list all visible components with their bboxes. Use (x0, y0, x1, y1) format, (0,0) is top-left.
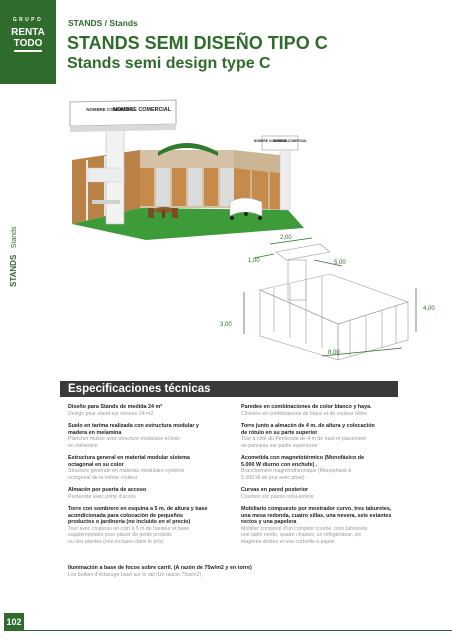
spec-text: Suelo en tarima realizada con estructura… (68, 423, 199, 429)
spec-translation: Structure générale en materiau modulaire… (68, 468, 185, 475)
spec-item: Mobiliario compuesto por mostrador curvo… (241, 506, 405, 545)
tower-sign-edge (70, 124, 176, 132)
side-tab-sub: Stands (11, 226, 18, 249)
dim-right-label: 4,00 (423, 306, 435, 312)
spec-item: Acometida con magnetotérmico (Monofásico… (241, 455, 405, 481)
spec-translation: supplémentaire pour placer de petits pro… (68, 532, 172, 539)
specs-header-bar: Especificaciones técnicas (60, 381, 398, 397)
spec-text: Acometida con magnetotérmico (Monofásico… (241, 455, 365, 461)
spec-translation: Mobilier composé d'un comptoir courbe, t… (241, 525, 369, 532)
logo-underline (14, 50, 42, 52)
wood-panels (140, 168, 288, 210)
logo-line2: TODO (13, 38, 43, 49)
spec-text: de rótulo en su parte superior (241, 429, 318, 436)
back-wall (140, 150, 234, 208)
tower-shelf-box (87, 167, 125, 183)
plan-lines (259, 243, 409, 361)
spec-translation: octogonal de la même couleur (68, 474, 138, 481)
page-title: STANDS SEMI DISEÑO TIPO C (67, 33, 328, 53)
tower-base (92, 200, 120, 204)
right-sign-text-2: NOMBRE COMERCIAL (273, 139, 307, 143)
page-subtitle: Stands semi design type C (67, 55, 271, 72)
spec-translation: de panneau sur partie supérieure (241, 442, 318, 449)
spec-item: Suelo en tarima realizada con estructura… (68, 423, 232, 449)
spec-text: Curvas en pared posterior (241, 487, 309, 493)
spec-translation: une table ronde, quatre chaises, un réfr… (241, 532, 361, 539)
dimension-lines (243, 237, 417, 357)
tower-sign-board (69, 99, 177, 127)
logo-line1: RENTA (11, 27, 45, 38)
green-arch (158, 143, 218, 156)
spec-translation: en mélamine (68, 442, 98, 449)
stool (244, 212, 248, 216)
dim-left-top-label: 1,00 (248, 258, 260, 264)
dim-left-label: 3,00 (220, 322, 232, 328)
specs-right-column: Paredes en combinaciones de color blanco… (241, 404, 405, 551)
right-sign-text-1: NOMBRE COMERCIAL (254, 139, 288, 143)
spec-text: Diseño para Stands de medida 24 m² (68, 404, 163, 410)
spec-translation: Les bulbes d'éclairage basé sur le rail … (68, 571, 202, 578)
spec-translation: Plancher mulise avec structure modulaire… (68, 436, 180, 443)
right-tower-column (279, 149, 291, 211)
curved-counter (229, 197, 263, 217)
specs-left-column: Diseño para Stands de medida 24 m² Desig… (68, 404, 232, 551)
spec-text: Mobiliario compuesto por mostrador curvo… (241, 506, 392, 512)
spec-item: Torre con sombrero en esquina a 5 m. de … (68, 506, 232, 545)
spec-translation: Cloisons en combinaisons de blanc et de … (241, 410, 368, 417)
dim-right-top-label: 5,00 (334, 260, 346, 266)
dim-bottom-label: 8,00 (328, 350, 340, 356)
specs-heading: Especificaciones técnicas (68, 383, 211, 395)
spec-text: una mesa redonda, cuatro sillas, una nev… (241, 512, 392, 519)
stool (230, 216, 234, 220)
spec-text: Iluminación a base de focos sobre carril… (68, 565, 252, 571)
spec-text: Torre con sombrero en esquina a 5 m. de … (68, 506, 208, 512)
chair (148, 208, 154, 218)
spec-item: Torre junto a almacén de 4 m. de altura … (241, 423, 405, 449)
spec-item: Paredes en combinaciones de color blanco… (241, 404, 405, 417)
tower-sign-text: NOMBRE COMERCIAL (113, 107, 172, 113)
section-side-tab: STANDS Stands (2, 226, 26, 288)
spec-text: octagonal en su color (68, 461, 124, 468)
spec-translation: Tour avec chapeau en coin à 5 m de haute… (68, 525, 190, 532)
spec-translation: Tour à côté du Penteoste de 4 m de haut … (241, 436, 366, 443)
dim-top-label: 2,00 (280, 235, 292, 241)
spec-item: Diseño para Stands de medida 24 m² Desig… (68, 404, 232, 417)
spec-text: Almacén por puerta de acceso (68, 487, 147, 493)
spec-text: acondicionada para colocación de pequeño… (68, 512, 184, 519)
spec-text: Estructura general en material modular s… (68, 455, 190, 461)
spec-translation: ou des plantes (non incluses dans le pri… (68, 538, 164, 545)
spec-translation: étagères droites et une corbeille à papi… (241, 538, 337, 545)
page-number: 102 (4, 613, 24, 631)
spec-text: Paredes en combinaciones de color blanco… (241, 404, 372, 410)
spec-text: productos o jardinería (no incluido en e… (68, 519, 191, 526)
spec-item: Estructura general en material modular s… (68, 455, 232, 481)
spec-translation: 5.000 W de jour avec prise) (241, 474, 305, 481)
chair (172, 208, 178, 218)
breadcrumb: STANDS / Stands (68, 18, 138, 28)
spec-translation: Branchement magnétothermique (Monophasé … (241, 468, 352, 475)
spec-text: Torre junto a almacén de 4 m. de altura … (241, 423, 375, 429)
spec-text: 5.000 W diurno con enchufe) . (241, 461, 318, 468)
company-logo: GRUPO RENTA TODO (0, 0, 56, 84)
spec-item-lighting: Iluminación a base de focos sobre carril… (68, 565, 388, 578)
stool (258, 216, 262, 220)
footer-rule (24, 630, 452, 631)
spec-translation: Courbes sur parois celui-arrière (241, 493, 314, 500)
spec-item: Almacén por puerta de acceso Penteoste a… (68, 487, 232, 500)
logo-top-text: GRUPO (12, 17, 44, 23)
spec-text: madera en melamina (68, 429, 122, 436)
tower-sign-text-small: NOMBRE COMERCIAL (86, 107, 134, 112)
stand-render-image: NOMBRE COMERCIAL NOMBRE COMERCIAL NOMBRE… (69, 99, 307, 240)
spec-translation: Penteoste avec porte d'accès (68, 493, 136, 500)
stand-dimension-drawing: 2,00 1,00 5,00 4,00 3,00 8,00 (220, 235, 435, 361)
spec-text: rectos y una papelera (241, 519, 297, 526)
spec-translation: Design pour stand sur mesure 24 m2 (68, 410, 154, 417)
side-tab-main: STANDS (9, 254, 18, 287)
spec-item: Curvas en pared posterior Courbes sur pa… (241, 487, 405, 500)
